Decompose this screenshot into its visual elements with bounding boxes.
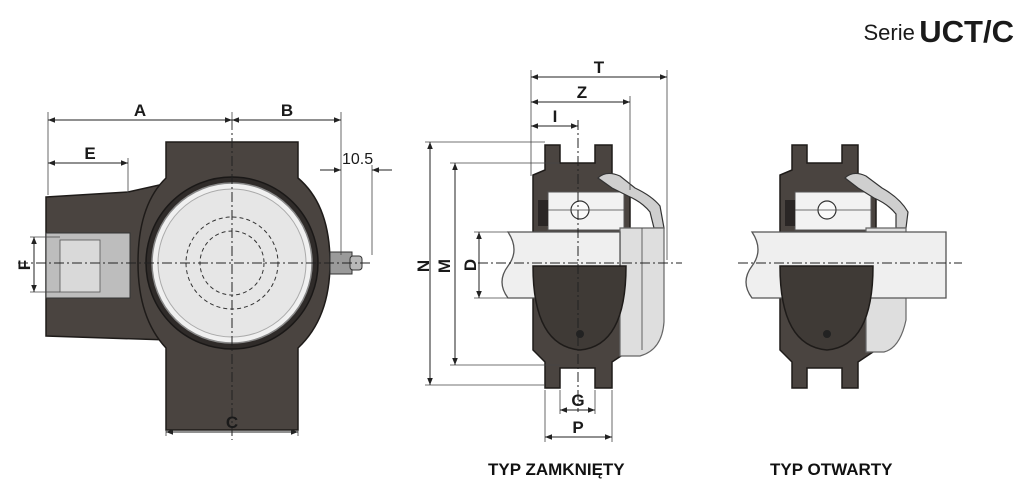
dim-label-E: E [84,144,95,163]
closed-housing-lower [532,265,627,351]
dim-label-grease-offset: 10.5 [342,151,373,168]
dim-label-I: I [553,107,558,126]
dim-label-M: M [435,259,454,273]
series-title: Serie UCT/C [863,14,1014,50]
caption-closed-type: TYP ZAMKNIĘTY [488,460,625,479]
dim-label-N: N [414,260,433,272]
series-prefix: Serie [863,20,915,45]
dim-label-C: C [226,413,238,432]
open-type-view [738,144,962,389]
closed-grease-fitting [597,172,665,229]
open-grease-fitting [844,172,909,229]
front-view: A B E 10.5 F C [15,101,392,440]
dim-label-D: D [461,259,480,271]
dim-label-G: G [571,391,584,410]
closed-type-view: T Z I N M D G P [414,58,682,442]
series-code: UCT/C [919,14,1014,49]
dim-label-Z: Z [577,83,587,102]
caption-open-type: TYP OTWARTY [770,460,893,479]
dim-label-P: P [572,418,583,437]
open-housing-lower [779,265,874,351]
dim-label-T: T [594,58,605,77]
dim-label-A: A [134,101,146,120]
slot-inner [59,239,101,293]
dim-label-B: B [281,101,293,120]
dim-label-F: F [15,260,34,270]
